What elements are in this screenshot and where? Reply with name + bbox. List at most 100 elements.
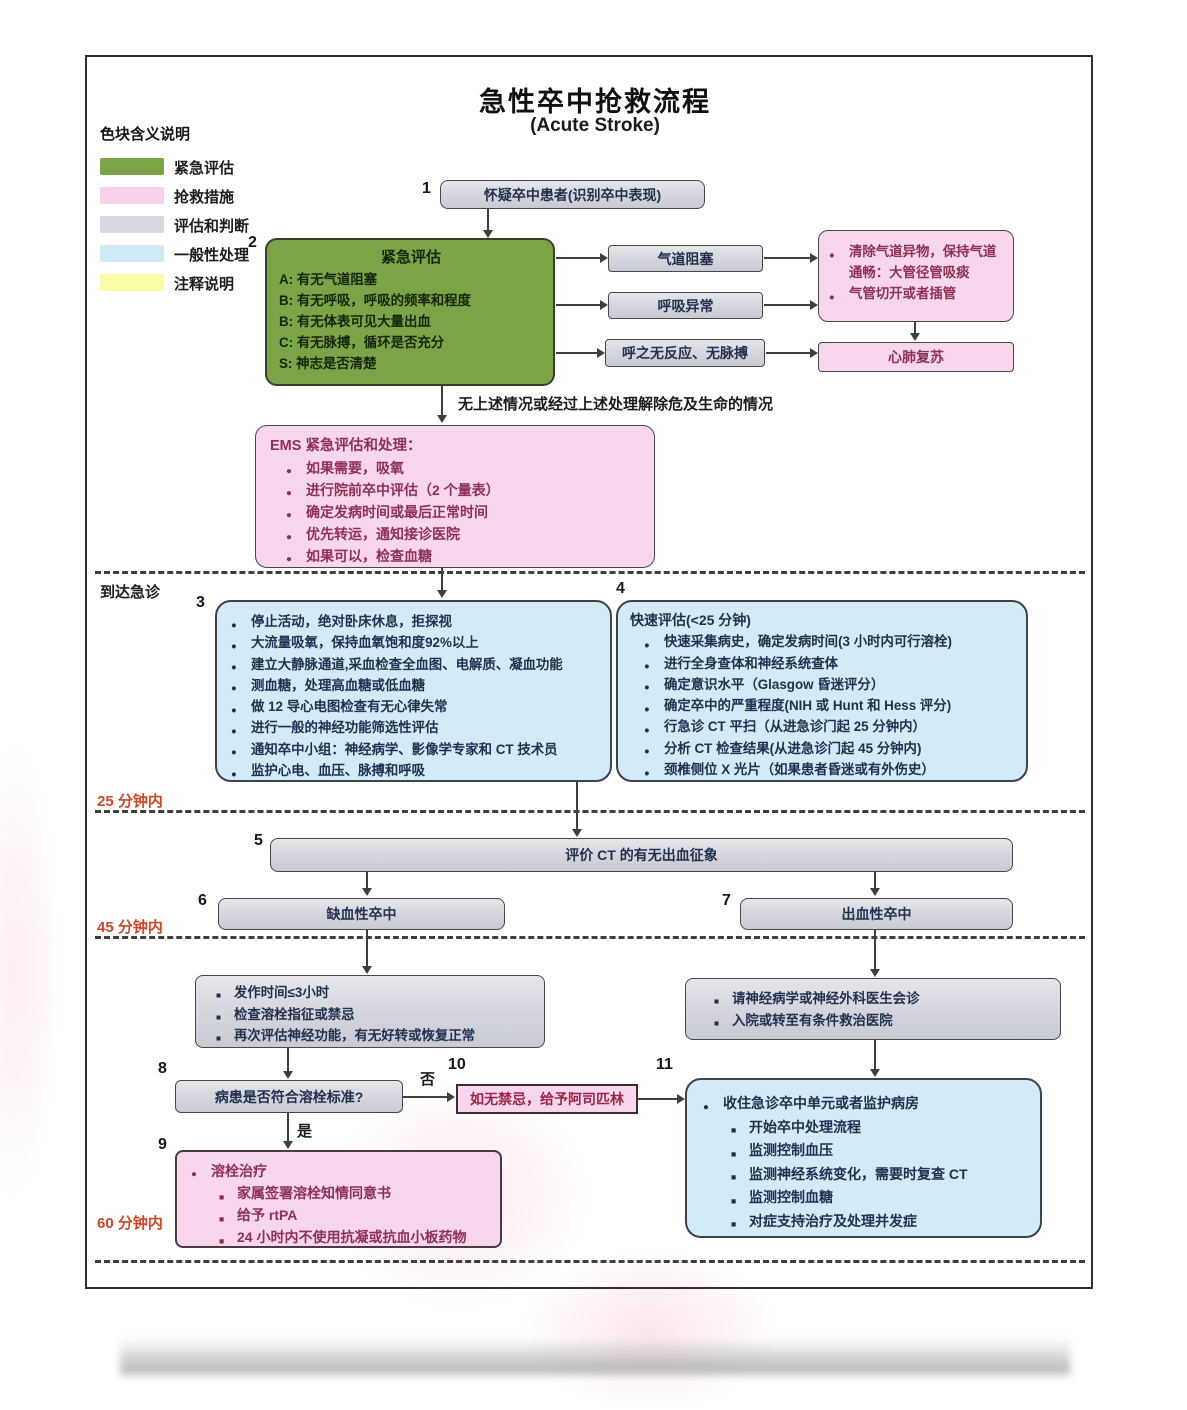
node-cpr-label: 心肺复苏 [888, 349, 944, 365]
node-suspect-stroke-label: 怀疑卒中患者(识别卒中表现) [483, 186, 662, 203]
connector [287, 1048, 289, 1072]
node-ischemic-check: 发作时间≤3小时 检查溶栓指征或禁忌 再次评估神经功能，有无好转或恢复正常 [195, 975, 545, 1049]
legend-title: 色块含义说明 [100, 126, 191, 143]
er-care-item: 测血糖，处理高血糖或低血糖 [229, 675, 604, 700]
er-care-item: 进行一般的神经功能筛选性评估 [229, 717, 604, 742]
arrowhead [483, 230, 493, 238]
node-stroke-unit-title: 收住急诊卒中单元或者监护病房 [701, 1092, 1032, 1119]
stroke-unit-item: 监测神经系统变化，需要时复查 CT [727, 1163, 1032, 1190]
connector [366, 872, 368, 889]
arrowhead [870, 888, 880, 896]
page-title: 急性卒中抢救流程 [479, 87, 711, 117]
page-bottom-shadow [120, 1338, 1070, 1375]
stroke-unit-item: 对症支持治疗及处理并发症 [727, 1210, 1032, 1237]
page: { "title": "急性卒中抢救流程", "subtitle": "(Acu… [0, 0, 1187, 1375]
connector [287, 1113, 289, 1142]
connector [766, 352, 810, 354]
arrowhead [437, 590, 447, 598]
rapid-assess-item: 快速采集病史，确定发病时间(3 小时内可行溶栓) [642, 631, 1020, 656]
ems-item: 进行院前卒中评估（2 个量表） [284, 479, 644, 505]
arrowhead [870, 969, 880, 977]
connector [366, 930, 368, 967]
arrowhead [437, 415, 447, 423]
edge-label-no: 否 [420, 1071, 436, 1088]
edge-label-yes: 是 [297, 1123, 313, 1140]
arrowhead [910, 333, 920, 341]
legend-swatch-note [100, 274, 164, 291]
ischemic-check-item: 检查溶栓指征或禁忌 [212, 1004, 536, 1028]
airway-measure-item: 气管切开或者插管 [827, 283, 1005, 308]
connector [874, 930, 876, 970]
ems-item: 确定发病时间或最后正常时间 [284, 501, 644, 527]
node-number-3: 3 [196, 594, 205, 611]
arrowhead [362, 966, 372, 974]
connector [403, 1096, 447, 1098]
rapid-assess-item: 行急诊 CT 平扫（从进急诊门起 25 分钟内） [642, 716, 1020, 741]
node-airway-measures: 清除气道异物，保持气道通畅：大管径管吸痰 气管切开或者插管 [818, 230, 1014, 322]
rapid-assess-item: 确定意识水平（Glasgow 昏迷评分） [642, 674, 1020, 699]
assessment-line: B: 有无呼吸，呼吸的频率和程度 [279, 293, 471, 308]
er-care-item: 监护心电、血压、脉搏和呼吸 [229, 760, 604, 785]
connector [556, 304, 600, 306]
arrowhead [447, 1092, 455, 1102]
node-number-10: 10 [448, 1056, 466, 1073]
arrowhead [362, 888, 372, 896]
connector [487, 209, 489, 231]
arrowhead [600, 253, 608, 263]
node-rapid-assessment-title: 快速评估(<25 分钟) [630, 612, 751, 628]
node-airway-obstruction: 气道阻塞 [608, 245, 763, 272]
er-care-item: 做 12 导心电图检查有无心律失常 [229, 696, 604, 721]
node-aspirin: 如无禁忌，给予阿司匹林 [456, 1084, 638, 1114]
stage-divider [95, 571, 1085, 574]
connector [914, 322, 916, 333]
connector [764, 257, 810, 259]
stage-label-25min: 25 分钟内 [97, 793, 163, 810]
node-number-2: 2 [248, 234, 257, 251]
node-airway-obstruction-label: 气道阻塞 [657, 250, 714, 267]
legend-label: 一般性处理 [174, 247, 250, 264]
legend-swatch-rescue [100, 187, 164, 204]
node-no-response-no-pulse: 呼之无反应、无脉搏 [605, 339, 765, 367]
node-breathing-abnormal: 呼吸异常 [608, 292, 763, 319]
connector [576, 782, 578, 830]
arrowhead [810, 348, 818, 358]
arrowhead [572, 829, 582, 837]
ems-item: 如果需要，吸氧 [284, 457, 644, 483]
node-number-9: 9 [158, 1136, 167, 1153]
airway-measure-item: 清除气道异物，保持气道通畅：大管径管吸痰 [827, 241, 1005, 283]
node-cpr: 心肺复苏 [818, 342, 1014, 372]
node-hemorrhagic-actions: 请神经病学或神经外科医生会诊 入院或转至有条件救治医院 [685, 978, 1061, 1040]
legend-label: 评估和判断 [174, 218, 250, 235]
node-suspect-stroke: 怀疑卒中患者(识别卒中表现) [440, 180, 705, 209]
legend-label: 紧急评估 [174, 160, 235, 177]
node-ischemic-stroke: 缺血性卒中 [218, 898, 505, 930]
watermark-blob [0, 740, 60, 1200]
node-number-6: 6 [198, 892, 207, 909]
legend-swatch-assess [100, 216, 164, 233]
arrowhead [810, 253, 818, 263]
page-subtitle: (Acute Stroke) [530, 115, 660, 136]
node-breathing-abnormal-label: 呼吸异常 [657, 297, 714, 314]
node-urgent-assessment-title: 紧急评估 [380, 249, 441, 266]
legend-label: 注释说明 [174, 276, 235, 293]
node-hemorrhagic-stroke-label: 出血性卒中 [841, 906, 912, 922]
assessment-line: C: 有无脉搏，循环是否充分 [279, 335, 445, 350]
stage-divider [95, 810, 1085, 813]
hemorrhagic-action-item: 请神经病学或神经外科医生会诊 [710, 988, 1052, 1012]
er-care-item: 通知卒中小组：神经病学、影像学专家和 CT 技术员 [229, 739, 604, 764]
thrombolysis-item: 给予 rtPA [215, 1204, 492, 1230]
assessment-line: B: 有无体表可见大量出血 [279, 314, 431, 329]
arrowhead [600, 300, 608, 310]
ischemic-check-item: 再次评估神经功能，有无好转或恢复正常 [212, 1025, 536, 1049]
er-care-item: 大流量吸氧，保持血氧饱和度92%以上 [229, 632, 604, 657]
rapid-assess-item: 进行全身查体和神经系统查体 [642, 653, 1020, 678]
legend-label: 抢救措施 [174, 189, 235, 206]
connector [441, 568, 443, 590]
stage-divider [95, 1260, 1085, 1263]
arrowhead [870, 1069, 880, 1077]
node-number-8: 8 [158, 1060, 167, 1077]
arrowhead [283, 1141, 293, 1149]
arrowhead [597, 348, 605, 358]
node-number-1: 1 [422, 180, 431, 197]
rapid-assess-item: 分析 CT 检查结果(从进急诊门起 45 分钟内) [642, 738, 1020, 763]
